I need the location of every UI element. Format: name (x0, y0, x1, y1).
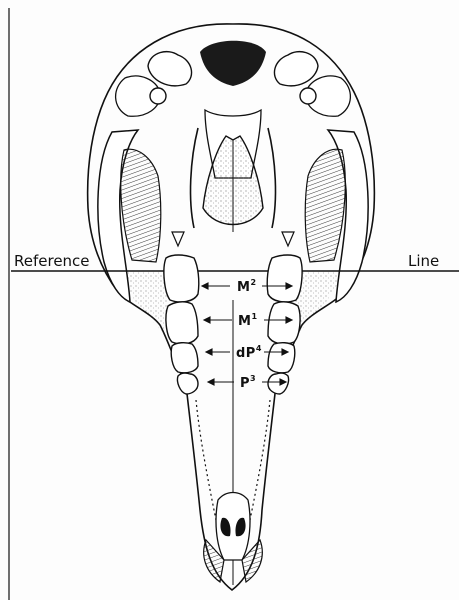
right-tooth-row (267, 255, 302, 394)
tooth-label-m1: M1 (238, 312, 258, 329)
right-condyle (274, 52, 318, 86)
left-tooth-p3 (177, 373, 198, 394)
occipital-dark (200, 41, 266, 86)
tooth-label-dp4: dP4 (236, 344, 262, 361)
left-pterygoid (191, 128, 198, 228)
line-label: Line (408, 252, 439, 270)
left-tooth-m1 (166, 302, 198, 344)
right-tooth-m2 (267, 255, 302, 302)
tooth-label-m2: M2 (237, 278, 257, 295)
left-notch (172, 232, 184, 246)
left-tooth-dp4 (171, 343, 198, 373)
left-ear-opening (150, 88, 166, 104)
left-tooth-m2 (164, 255, 199, 302)
right-tooth-p3 (268, 373, 289, 394)
left-temporal-fossa (121, 149, 161, 262)
left-tooth-row (164, 255, 199, 394)
reference-label: Reference (14, 252, 90, 270)
right-tooth-dp4 (268, 343, 295, 373)
right-notch (282, 232, 294, 246)
left-condyle (148, 52, 192, 86)
right-ear-opening (300, 88, 316, 104)
right-pterygoid (268, 128, 275, 228)
right-tooth-m1 (268, 302, 300, 344)
right-temporal-fossa (305, 149, 345, 262)
tooth-label-p3: P3 (240, 374, 256, 391)
